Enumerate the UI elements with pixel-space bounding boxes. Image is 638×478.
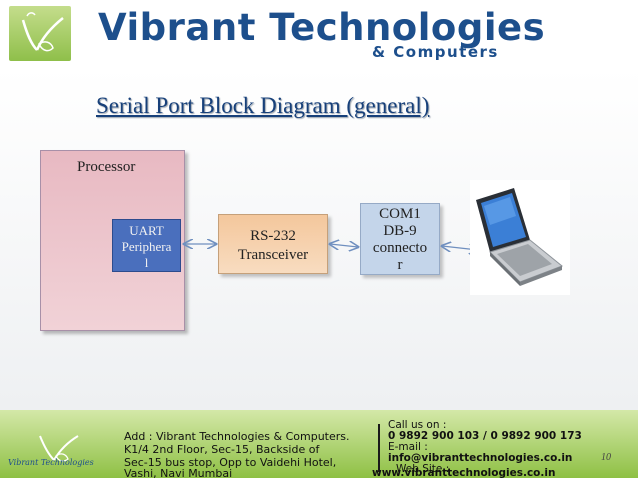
phone-numbers: 0 9892 900 103 / 0 9892 900 173	[388, 430, 582, 442]
address-line: Sec-15 bus stop, Opp to Vaidehi Hotel,	[124, 456, 337, 469]
website-url[interactable]: www.vibranttechnologies.co.in	[372, 467, 556, 478]
brand-subtitle: & Computers	[372, 43, 499, 61]
com-label-line: COM1	[379, 206, 421, 222]
address-line: K1/4 2nd Floor, Sec-15, Backside of	[124, 443, 320, 456]
call-label: Call us on :	[388, 419, 447, 431]
rs232-label-line: RS-232	[250, 228, 296, 244]
slide-footer	[0, 410, 638, 478]
footer-brand: Vibrant Technologies	[8, 458, 94, 467]
uart-peripheral-block: UART Periphera l	[112, 219, 181, 272]
uart-label-line: l	[144, 255, 149, 270]
com-label-line: r	[397, 257, 403, 273]
com-label-line: connecto	[372, 240, 428, 256]
com-label-line: DB-9	[383, 223, 417, 239]
email-address[interactable]: info@vibranttechnologies.co.in	[388, 452, 573, 464]
uart-label-line: Periphera	[121, 239, 172, 254]
processor-label: Processor	[77, 159, 136, 175]
footer-divider	[378, 424, 380, 472]
double-arrow-icon	[330, 244, 358, 247]
website-label: Web Site :	[396, 463, 450, 475]
com1-connector-block: COM1 DB-9 connecto r	[360, 203, 440, 275]
vibrant-logo-icon	[39, 435, 79, 462]
vibrant-logo-icon	[9, 6, 71, 61]
slide-header: Vibrant Technologies & Computers	[0, 0, 638, 68]
page-number: 10	[601, 452, 611, 463]
address-line: Add : Vibrant Technologies & Computers.	[124, 430, 350, 443]
email-label: E-mail :	[388, 441, 428, 453]
uart-label-line: UART	[129, 223, 164, 238]
rs232-transceiver-block: RS-232 Transceiver	[218, 214, 328, 274]
laptop-icon	[470, 180, 570, 295]
address-line: Vashi, Navi Mumbai	[124, 467, 233, 478]
slide-title: Serial Port Block Diagram (general)	[96, 93, 430, 118]
rs232-label-line: Transceiver	[237, 247, 309, 263]
brand-title: Vibrant Technologies	[98, 6, 546, 49]
